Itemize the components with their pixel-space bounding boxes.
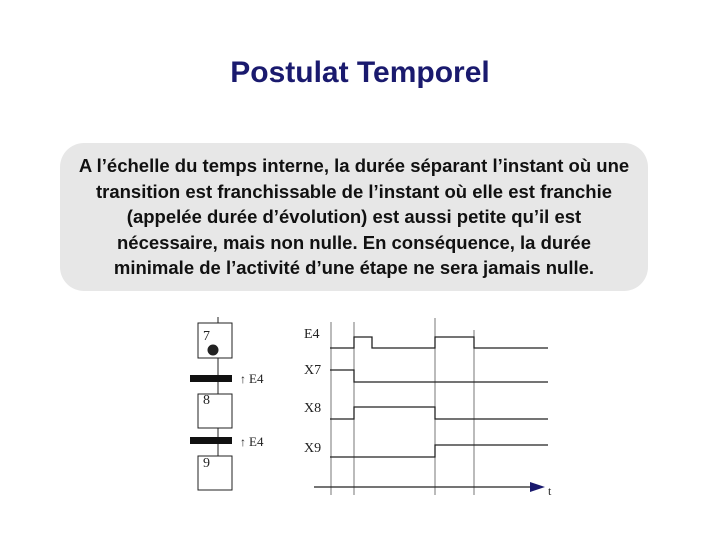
time-axis-arrowhead — [530, 482, 545, 492]
postulate-paragraph: A l’échelle du temps interne, la durée s… — [78, 155, 630, 278]
page-title: Postulat Temporel — [230, 56, 490, 89]
signal-x9-label: X9 — [304, 441, 321, 456]
timing-signals — [330, 336, 548, 458]
step-9-box — [197, 455, 233, 491]
signal-x7-label: X7 — [304, 363, 321, 378]
step-9-label: 9 — [203, 456, 210, 471]
transition-2-receptivity: E4 — [249, 434, 264, 449]
transition-1-edge-symbol: ↑ — [240, 372, 246, 386]
postulate-text-box: A l’échelle du temps interne, la durée s… — [60, 143, 648, 291]
signal-e4-label: E4 — [304, 327, 320, 342]
step-7-label: 7 — [203, 329, 210, 344]
signal-x8-trace — [330, 406, 548, 420]
step-8-box — [197, 393, 233, 429]
step-8-label: 8 — [203, 393, 210, 408]
transition-2-edge-symbol: ↑ — [240, 435, 246, 449]
signal-e4-trace — [330, 336, 548, 349]
time-axis — [314, 482, 545, 492]
signal-x7-trace — [330, 369, 548, 383]
signal-x9-trace — [330, 444, 548, 458]
transition-2-bar — [190, 437, 232, 444]
time-axis-label: t — [548, 484, 552, 498]
signal-x8-label: X8 — [304, 401, 321, 416]
transition-1-bar — [190, 375, 232, 382]
transition-1-receptivity: E4 — [249, 371, 264, 386]
step-7-box — [197, 322, 233, 359]
step-7-token — [207, 344, 219, 356]
grafcet — [190, 317, 233, 491]
